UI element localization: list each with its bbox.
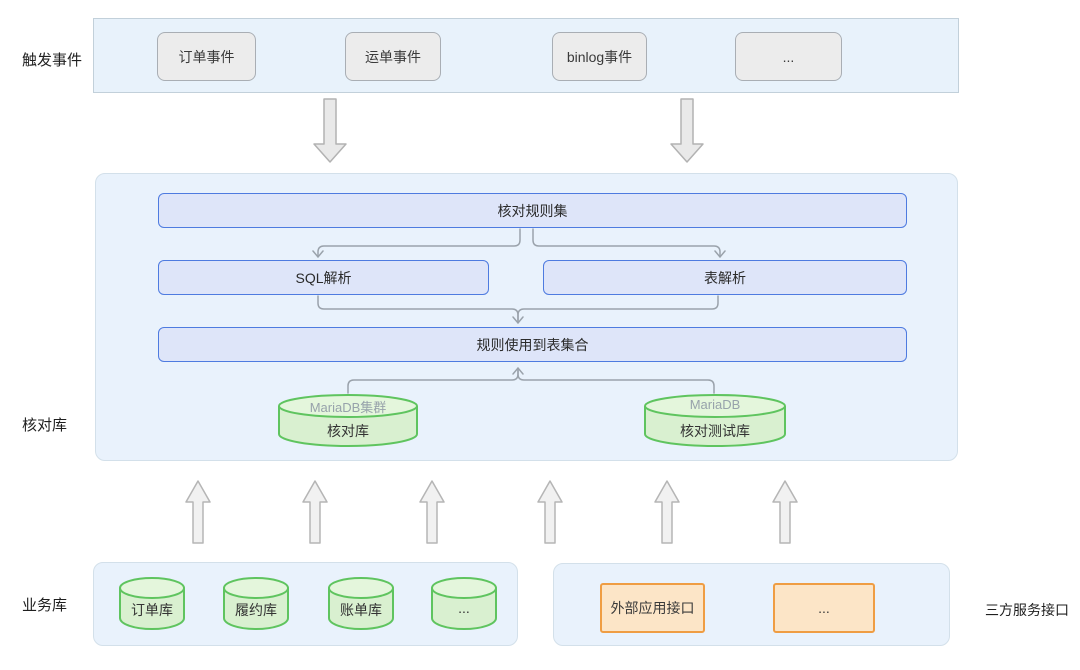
business-db-fulfillment-label: 履约库 bbox=[235, 602, 277, 618]
business-db-billing-label: 账单库 bbox=[340, 602, 382, 618]
check-test-db-engine-label: MariaDB bbox=[689, 397, 741, 412]
check-db-name-label: 核对库 bbox=[327, 423, 369, 439]
up-arrow-3-icon bbox=[419, 480, 445, 550]
up-arrow-6-icon bbox=[772, 480, 798, 550]
event-box-more-label: ... bbox=[782, 48, 795, 65]
rule-set-label: 核对规则集 bbox=[497, 202, 568, 219]
event-box-order: 订单事件 bbox=[157, 32, 256, 81]
table-parse-label: 表解析 bbox=[704, 269, 746, 286]
event-box-waybill: 运单事件 bbox=[345, 32, 441, 81]
check-test-db-name-label: 核对测试库 bbox=[680, 423, 750, 439]
row-label-business-db: 业务库 bbox=[22, 597, 68, 614]
external-api-box: 外部应用接口 bbox=[600, 583, 705, 633]
database-cylinder-icon bbox=[328, 577, 394, 630]
business-db-billing-cylinder: 账单库 bbox=[327, 576, 395, 631]
business-db-fulfillment-cylinder: 履约库 bbox=[222, 576, 290, 631]
row-label-check-db: 核对库 bbox=[22, 417, 68, 434]
event-box-more: ... bbox=[735, 32, 842, 81]
database-cylinder-icon bbox=[119, 577, 185, 630]
table-parse-box: 表解析 bbox=[543, 260, 907, 295]
database-cylinder-icon bbox=[644, 394, 786, 447]
database-cylinder-icon bbox=[431, 577, 497, 630]
rule-tables-box: 规则使用到表集合 bbox=[158, 327, 907, 362]
sql-parse-box: SQL解析 bbox=[158, 260, 489, 295]
sql-parse-label: SQL解析 bbox=[295, 269, 352, 286]
check-db-engine-label: MariaDB集群 bbox=[309, 400, 387, 415]
external-api-more-box: ... bbox=[773, 583, 875, 633]
up-arrow-2-icon bbox=[302, 480, 328, 550]
rule-tables-label: 规则使用到表集合 bbox=[476, 336, 589, 353]
external-api-more-label: ... bbox=[818, 600, 830, 616]
database-cylinder-icon bbox=[278, 394, 418, 447]
database-cylinder-icon bbox=[223, 577, 289, 630]
check-db-cylinder: MariaDB集群 核对库 bbox=[277, 393, 419, 448]
business-db-order-label: 订单库 bbox=[131, 602, 173, 618]
event-box-waybill-label: 运单事件 bbox=[365, 48, 421, 65]
event-box-order-label: 订单事件 bbox=[178, 48, 235, 65]
business-db-more-label: ... bbox=[458, 600, 470, 616]
external-api-label: 外部应用接口 bbox=[610, 600, 695, 616]
down-arrow-right-icon bbox=[670, 98, 704, 169]
row-label-third-party-api: 三方服务接口 bbox=[985, 602, 1069, 618]
up-arrow-5-icon bbox=[654, 480, 680, 550]
row-label-trigger-events: 触发事件 bbox=[22, 52, 83, 69]
event-box-binlog-label: binlog事件 bbox=[566, 48, 633, 65]
business-db-order-cylinder: 订单库 bbox=[118, 576, 186, 631]
down-arrow-left-icon bbox=[313, 98, 347, 169]
up-arrow-1-icon bbox=[185, 480, 211, 550]
rule-set-box: 核对规则集 bbox=[158, 193, 907, 228]
business-db-more-cylinder: ... bbox=[430, 576, 498, 631]
check-test-db-cylinder: MariaDB 核对测试库 bbox=[643, 393, 787, 448]
event-box-binlog: binlog事件 bbox=[552, 32, 647, 81]
up-arrow-4-icon bbox=[537, 480, 563, 550]
